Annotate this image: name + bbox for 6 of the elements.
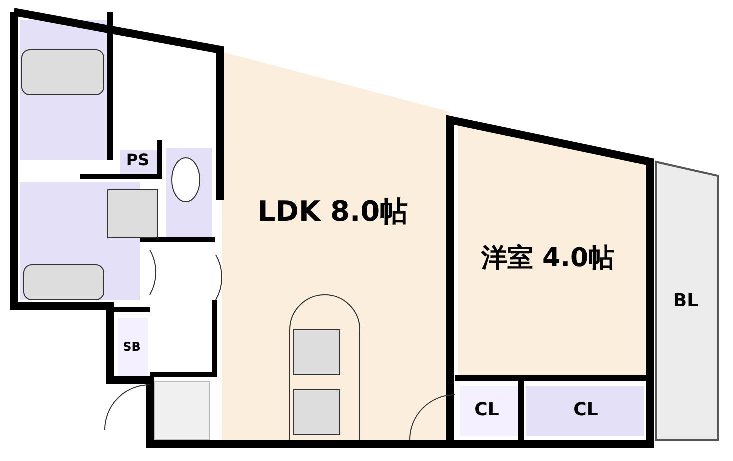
room-label: LDK 8.0帖 — [258, 193, 408, 231]
room-label: BL — [673, 290, 699, 312]
room-label: CL — [474, 400, 500, 420]
room-label: CL — [574, 400, 598, 420]
room-label: SB — [123, 340, 141, 354]
room-label: 洋室 4.0帖 — [481, 240, 615, 276]
